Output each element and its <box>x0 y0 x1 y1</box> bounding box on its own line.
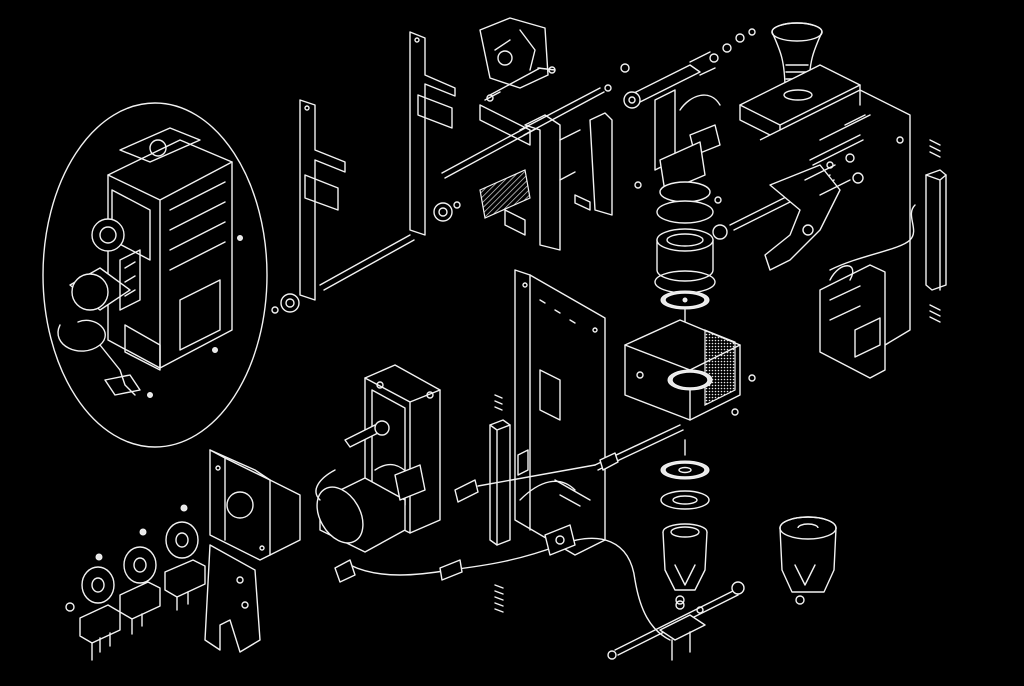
main-side-plate <box>514 269 606 556</box>
cam-disc-3 <box>165 504 199 559</box>
cable-harness <box>334 464 671 641</box>
rod-lower-left <box>271 201 461 314</box>
slide-bracket <box>504 112 613 251</box>
solenoid-top <box>623 28 756 204</box>
mounting-plate-left <box>299 99 346 301</box>
spring-bottom <box>494 584 504 613</box>
base-plate-left <box>204 544 261 653</box>
cam-disc-2 <box>123 528 157 584</box>
cam-disc-1 <box>81 553 115 604</box>
temperature-probe <box>544 524 576 556</box>
funnel-cup <box>771 22 823 91</box>
nozzle-stack <box>660 439 710 605</box>
filter-pad <box>441 119 544 219</box>
spring <box>925 139 947 323</box>
nozzle-assembled <box>779 516 837 605</box>
motor-bracket <box>209 449 301 561</box>
seal-stack <box>654 200 716 329</box>
micro-switch-2 <box>119 581 161 635</box>
rod-center <box>594 424 684 471</box>
micro-switch-1 <box>65 602 121 661</box>
micro-switch-3 <box>164 559 206 611</box>
right-frame <box>819 264 886 379</box>
valve-housing <box>624 319 756 421</box>
lever-arm <box>712 134 864 271</box>
assembled-unit-inset <box>42 102 268 448</box>
drive-motor <box>315 463 426 553</box>
rod-upper <box>519 63 630 136</box>
cable-right <box>829 204 916 271</box>
bottom-rod <box>607 581 745 661</box>
linkage-bracket <box>479 17 556 146</box>
mounting-plate-rear <box>409 31 456 236</box>
